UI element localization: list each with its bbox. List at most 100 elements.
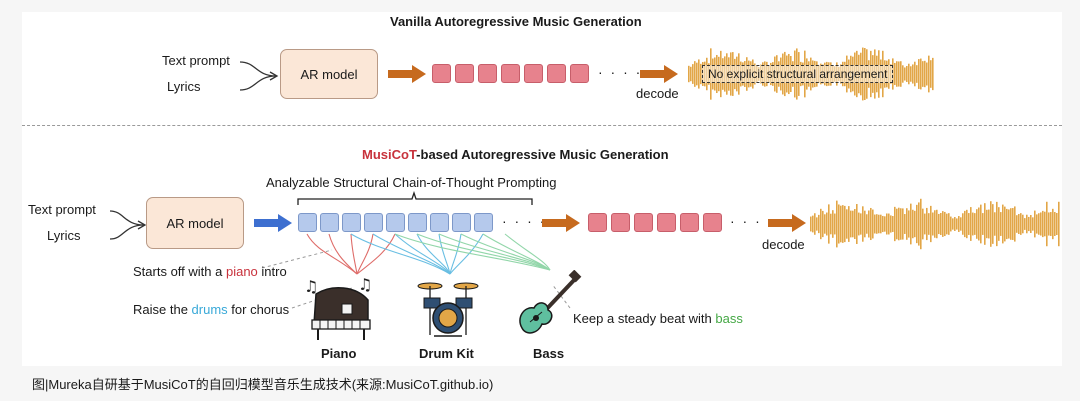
waveform-sample: [860, 52, 862, 96]
waveform-sample: [988, 209, 990, 239]
cot-token: [342, 213, 361, 232]
waveform-sample: [844, 205, 846, 243]
waveform-sample: [762, 62, 764, 86]
bottom-waveform: [810, 198, 1060, 250]
waveform-sample: [830, 213, 832, 235]
waveform-sample: [996, 201, 998, 247]
top-token: [455, 64, 474, 83]
waveform-sample: [994, 212, 996, 236]
waveform-sample: [944, 211, 946, 237]
waveform-sample: [930, 60, 932, 88]
top-token: [432, 64, 451, 83]
waveform-sample: [866, 49, 868, 99]
waveform-sample: [1058, 201, 1060, 247]
waveform-sample: [864, 210, 866, 238]
waveform-sample: [820, 63, 822, 85]
waveform-sample: [766, 61, 768, 87]
waveform-sample: [800, 61, 802, 87]
waveform-sample: [830, 62, 832, 86]
waveform-sample: [1036, 214, 1038, 234]
waveform-sample: [724, 56, 726, 92]
waveform-sample: [714, 57, 716, 91]
section-divider: [22, 125, 1062, 126]
waveform-sample: [912, 209, 914, 239]
music-token: [611, 213, 630, 232]
waveform-sample: [986, 209, 988, 239]
waveform-sample: [870, 50, 872, 98]
waveform-sample: [1046, 201, 1048, 247]
waveform-sample: [924, 213, 926, 235]
bottom-title: MusiCoT-based Autoregressive Music Gener…: [362, 147, 669, 162]
waveform-sample: [862, 47, 864, 101]
waveform-sample: [896, 61, 898, 87]
reasoning-links: [261, 233, 571, 309]
waveform-sample: [760, 64, 762, 84]
top-arrow-1: [388, 65, 426, 83]
waveform-sample: [764, 61, 766, 87]
figure-caption: 图|Mureka自研基于MusiCoT的自回归模型音乐生成技术(来源:MusiC…: [32, 377, 494, 392]
waveform-sample: [814, 213, 816, 235]
waveform-sample: [914, 61, 916, 87]
waveform-sample: [972, 212, 974, 236]
waveform-sample: [834, 66, 836, 82]
waveform-sample: [858, 212, 860, 236]
waveform-sample: [776, 55, 778, 93]
waveform-sample: [894, 62, 896, 86]
instruction-piano-pre: Starts off with a: [133, 264, 226, 279]
waveform-sample: [850, 55, 852, 93]
waveform-sample: [1048, 212, 1050, 236]
waveform-sample: [846, 55, 848, 93]
waveform-sample: [940, 212, 942, 236]
waveform-sample: [1010, 208, 1012, 240]
waveform-sample: [770, 62, 772, 86]
music-token: [588, 213, 607, 232]
waveform-sample: [886, 60, 888, 88]
instrument-label-piano: Piano: [321, 346, 357, 361]
waveform-sample: [698, 59, 700, 89]
cot-token: [364, 213, 383, 232]
waveform-sample: [920, 58, 922, 90]
waveform-sample: [998, 207, 1000, 241]
waveform-sample: [1008, 209, 1010, 239]
waveform-sample: [872, 55, 874, 93]
waveform-sample: [884, 216, 886, 232]
drum-kit-icon: [417, 282, 479, 337]
waveform-sample: [932, 212, 934, 236]
waveform-sample: [876, 55, 878, 93]
waveform-sample: [922, 208, 924, 240]
waveform-sample: [928, 213, 930, 235]
waveform-sample: [1044, 211, 1046, 237]
waveform-sample: [1006, 208, 1008, 240]
waveform-sample: [814, 60, 816, 88]
waveform-sample: [892, 216, 894, 232]
waveform-sample: [930, 205, 932, 243]
waveform-sample: [976, 209, 978, 239]
waveform-sample: [848, 206, 850, 242]
waveform-sample: [860, 213, 862, 235]
waveform-sample: [888, 213, 890, 235]
instruction-drums: Raise the drums for chorus: [133, 302, 289, 317]
waveform-sample: [934, 210, 936, 238]
waveform-sample: [1000, 212, 1002, 236]
waveform-sample: [696, 62, 698, 86]
waveform-sample: [978, 207, 980, 241]
top-input-text-prompt: Text prompt: [162, 53, 230, 68]
top-token: [501, 64, 520, 83]
waveform-sample: [768, 65, 770, 83]
waveform-sample: [1020, 213, 1022, 235]
waveform-sample: [964, 210, 966, 238]
waveform-sample: [924, 60, 926, 88]
instruction-piano-post: intro: [257, 264, 287, 279]
waveform-sample: [786, 55, 788, 93]
top-ellipsis: · · · ·: [598, 64, 643, 80]
waveform-sample: [862, 206, 864, 242]
waveform-sample: [900, 61, 902, 87]
waveform-sample: [928, 55, 930, 93]
waveform-sample: [744, 61, 746, 87]
waveform-sample: [932, 57, 934, 91]
waveform-sample: [782, 53, 784, 95]
waveform-sample: [904, 67, 906, 81]
instruction-drums-word: drums: [191, 302, 228, 317]
waveform-sample: [866, 214, 868, 234]
waveform-sample: [990, 201, 992, 247]
